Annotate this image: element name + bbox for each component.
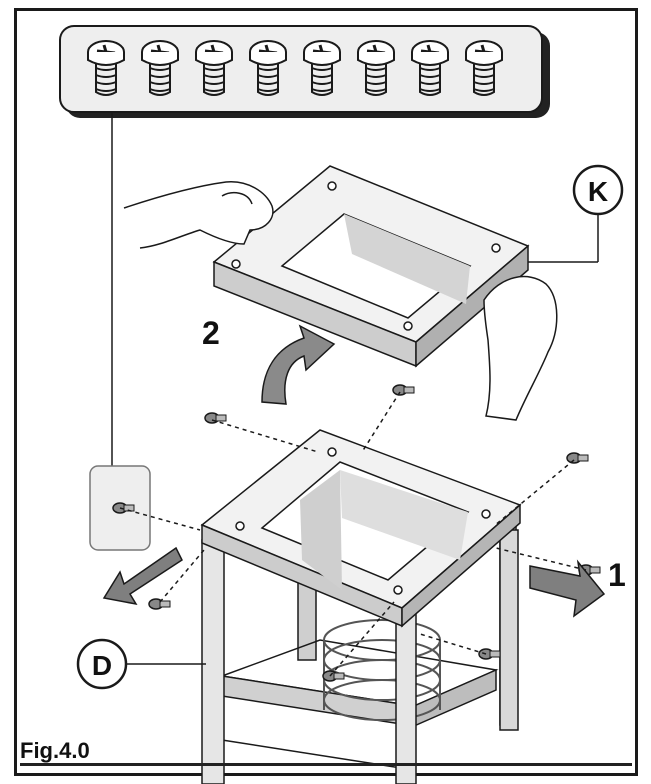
screw-icon [249,40,287,96]
arrow-step-1-left [102,546,183,606]
coil [323,619,441,721]
left-hand [123,181,274,249]
screw-icon [566,452,589,464]
screw-icon [303,40,341,96]
mounting-plate [212,165,530,368]
screw-icon [141,40,179,96]
callout-k-label: K [588,176,608,207]
screw-icon [195,40,233,96]
rack-frame [200,429,522,784]
callout-k: K [528,164,624,263]
callout-d: D [76,638,206,690]
right-hand [483,275,558,421]
arrow-step-1-right [529,559,606,618]
arrow-step-2 [261,324,336,405]
screw-icon [478,648,501,660]
screw-row [87,40,503,96]
screw-icon [411,40,449,96]
screw-icon [357,40,395,96]
screw-icon [465,40,503,96]
screw-icon [392,384,415,396]
screw-icon [148,598,171,610]
figure-caption: Fig.4.0 [20,738,90,763]
screw-icon [322,670,345,682]
screw-paths [119,391,587,677]
figure-frame [14,8,638,776]
screw-panel [59,25,550,118]
step-number-1: 1 [608,557,626,593]
step-number-2: 2 [202,315,220,351]
screw-icon [87,40,125,96]
caption-underline [20,763,632,766]
callout-d-label: D [92,650,112,681]
